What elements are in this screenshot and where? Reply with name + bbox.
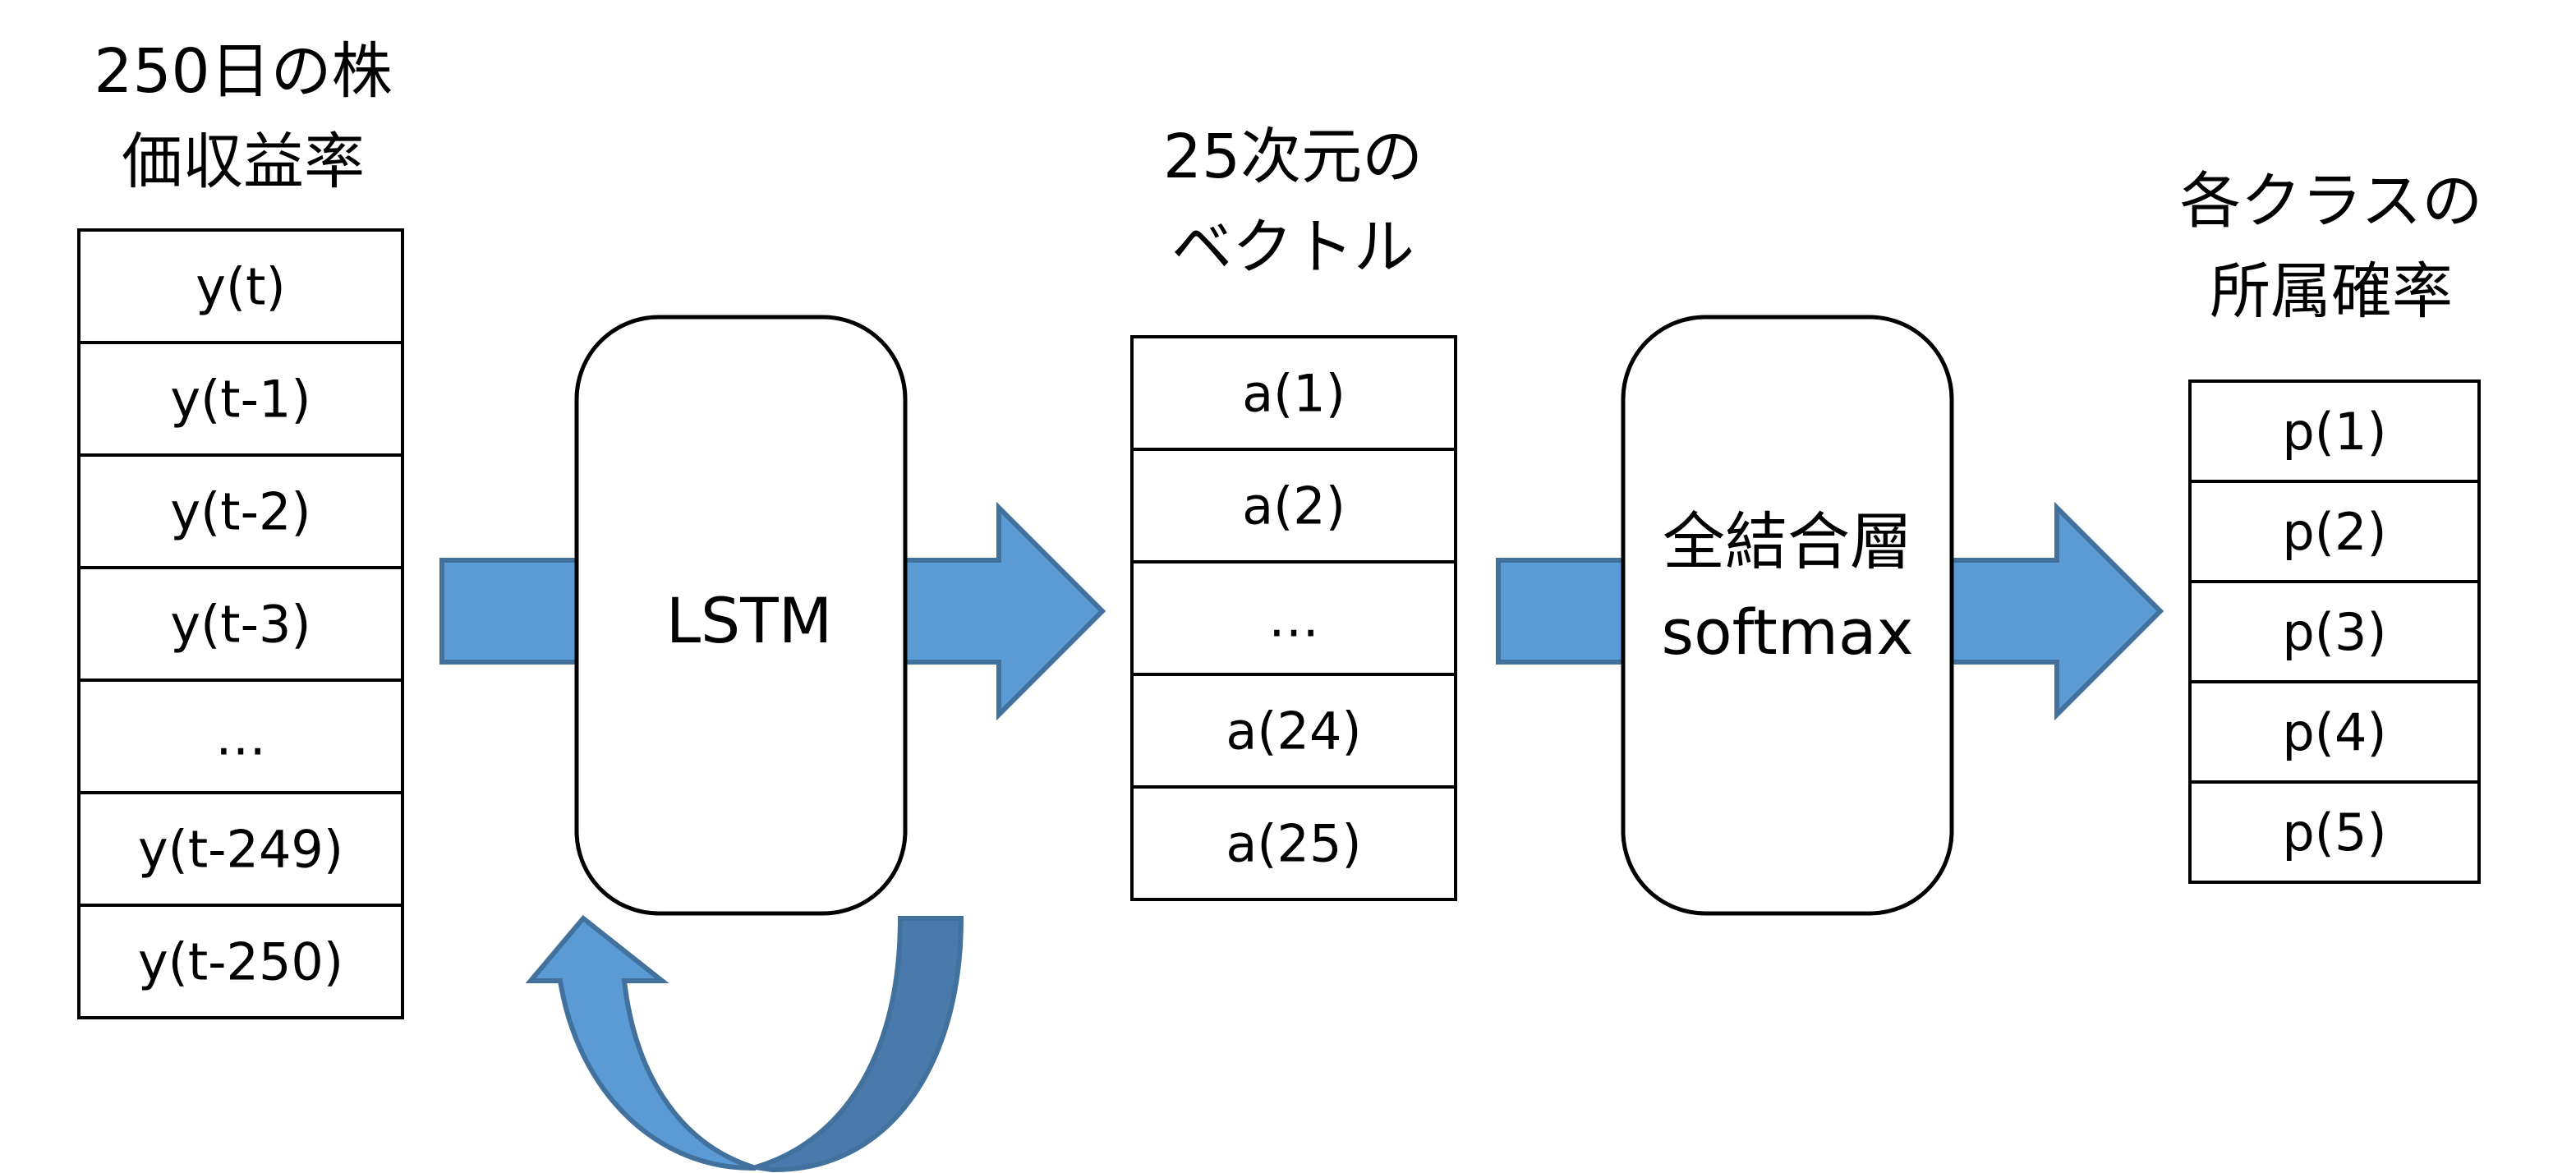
- table-cell: [77, 791, 404, 907]
- table-cell: [2188, 480, 2481, 583]
- table-cell-label: y(t-250): [138, 932, 343, 992]
- table-cell-label: a(1): [1242, 364, 1346, 424]
- output-table: p(1) p(2) p(3) p(4) p(5): [2188, 380, 2481, 884]
- input-title-line-2: 価収益率: [122, 126, 365, 197]
- table-cell-label: p(3): [2282, 602, 2386, 662]
- lstm-output-arrow: [901, 501, 1106, 721]
- table-cell-label: p(1): [2282, 402, 2386, 462]
- dense-softmax-block: 全結合層 softmax: [1621, 315, 1954, 916]
- table-cell-label: a(2): [1242, 476, 1346, 536]
- table-cell-label: a(25): [1226, 814, 1361, 874]
- input-title-line-1: 250日の株: [94, 36, 392, 107]
- vector-to-dense-arrow: [1496, 558, 1632, 665]
- lstm-label: LSTM: [666, 584, 833, 657]
- vector-table: a(1) a(2) … a(24) a(25): [1130, 335, 1457, 901]
- table-cell-label: y(t-249): [138, 820, 343, 880]
- table-cell-label: y(t-2): [170, 482, 310, 542]
- input-title: 250日の株 価収益率: [94, 36, 392, 197]
- table-cell-label: p(2): [2282, 502, 2386, 562]
- recurrent-loop-arrow-icon: [525, 914, 964, 1173]
- table-cell: [1130, 785, 1457, 901]
- table-cell-label: …: [1268, 589, 1319, 649]
- table-cell: [77, 228, 404, 344]
- table-cell-label: …: [215, 707, 266, 767]
- table-cell: [2188, 680, 2481, 784]
- output-title-line-2: 所属確率: [2210, 256, 2453, 327]
- table-cell: [1130, 673, 1457, 789]
- table-cell: [2188, 780, 2481, 884]
- dense-label: 全結合層: [1663, 505, 1912, 578]
- table-cell-label: y(t-1): [170, 370, 310, 430]
- softmax-label: softmax: [1662, 596, 1914, 669]
- table-cell: [77, 566, 404, 682]
- input-table: y(t) y(t-1) y(t-2) y(t-3) … y(t-249) y(t-250): [77, 228, 404, 1019]
- table-cell-label: a(24): [1226, 702, 1361, 761]
- input-arrow: [439, 558, 584, 665]
- output-title: 各クラスの 所属確率: [2180, 166, 2483, 327]
- dense-output-arrow: [1948, 501, 2164, 721]
- table-cell-label: p(4): [2282, 702, 2386, 762]
- table-cell: [1130, 560, 1457, 676]
- table-cell: [77, 453, 404, 569]
- vector-title: 25次元の ベクトル: [1163, 122, 1423, 283]
- output-title-line-1: 各クラスの: [2180, 166, 2483, 237]
- lstm-block: LSTM: [574, 315, 908, 916]
- vector-title-line-1: 25次元の: [1163, 122, 1423, 192]
- vector-title-line-2: ベクトル: [1171, 212, 1414, 283]
- table-cell: [77, 341, 404, 457]
- table-cell-label: p(5): [2282, 803, 2386, 862]
- table-cell: [77, 904, 404, 1019]
- table-cell-label: y(t): [196, 257, 285, 317]
- table-cell: [1130, 335, 1457, 451]
- table-cell-label: y(t-3): [170, 595, 310, 655]
